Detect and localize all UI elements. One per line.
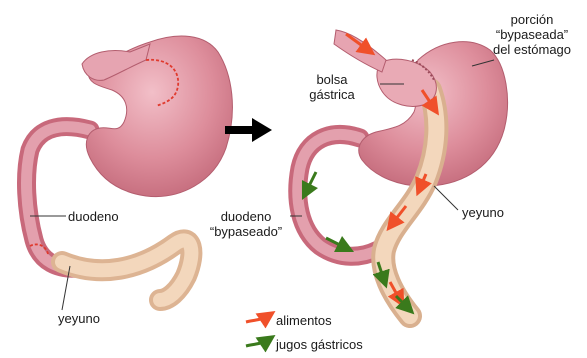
legend-jugos-gastricos: jugos gástricos <box>276 337 363 352</box>
label-duodeno-byp-line2: “bypaseado” <box>200 224 292 239</box>
label-porcion-line1: porción <box>480 12 584 27</box>
label-bolsa-gastrica: bolsa gástrica <box>296 72 368 102</box>
orange-arrow-icon <box>246 316 268 322</box>
label-duodeno-bypaseado: duodeno “bypaseado” <box>200 209 292 239</box>
label-porcion-bypaseada: porción “bypaseada” del estómago <box>480 12 584 57</box>
right-esophagus <box>334 30 386 72</box>
label-bolsa-line2: gástrica <box>296 87 368 102</box>
label-bolsa-line1: bolsa <box>296 72 368 87</box>
label-porcion-line3: del estómago <box>480 42 584 57</box>
label-duodeno: duodeno <box>68 209 119 224</box>
label-duodeno-byp-line1: duodeno <box>200 209 292 224</box>
label-yeyuno-left: yeyuno <box>58 311 100 326</box>
label-yeyuno-right: yeyuno <box>462 205 504 220</box>
legend-alimentos: alimentos <box>276 313 332 328</box>
green-arrow-icon <box>246 340 268 346</box>
normal-stomach-illustration <box>27 36 233 300</box>
label-porcion-line2: “bypaseada” <box>480 27 584 42</box>
